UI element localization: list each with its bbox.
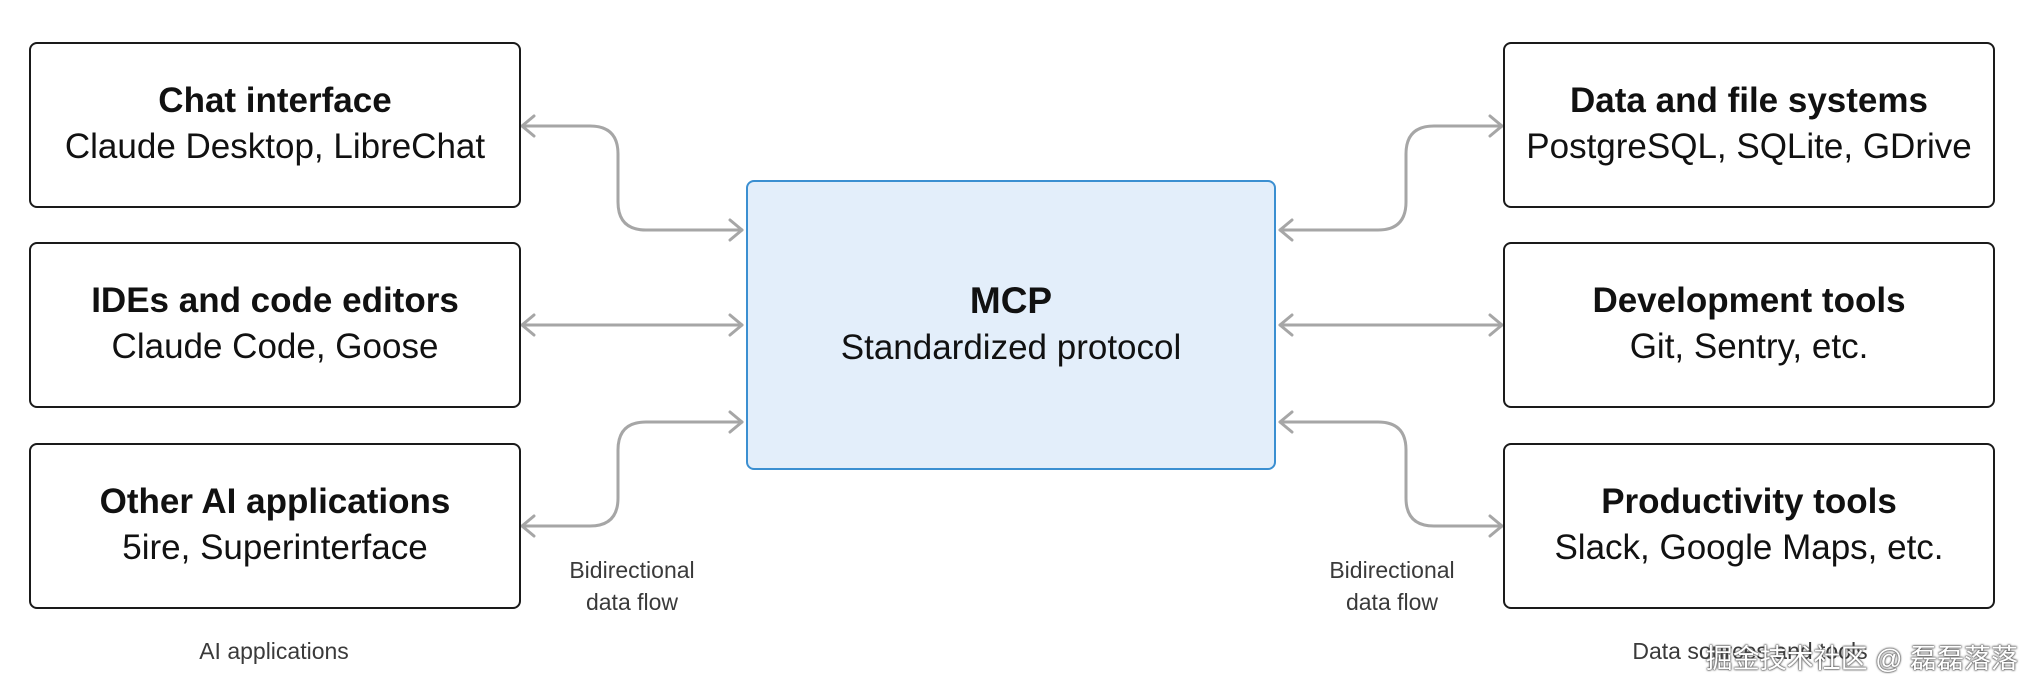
node-other-ai-applications: Other AI applications 5ire, Superinterfa…	[29, 443, 521, 609]
connector-chat-to-mcp	[520, 124, 744, 232]
node-subtitle: PostgreSQL, SQLite, GDrive	[1526, 127, 1972, 166]
flow-label-left: Bidirectional data flow	[569, 557, 695, 615]
hub-title: MCP	[969, 280, 1053, 321]
arrowhead-mcp-left-top	[728, 218, 744, 242]
node-subtitle: Claude Desktop, LibreChat	[64, 127, 486, 166]
arrowhead-chat	[520, 114, 536, 138]
arrowhead-mcp-right-bottom	[1278, 410, 1294, 434]
node-title: IDEs and code editors	[91, 281, 459, 320]
watermark: 掘金技术社区 @ 磊磊落落	[1705, 644, 2018, 674]
arrowhead-mcp-right-mid	[1278, 313, 1294, 337]
node-title: Productivity tools	[1601, 482, 1897, 521]
arrowhead-mcp-right-top	[1278, 218, 1294, 242]
node-ides-code-editors: IDEs and code editors Claude Code, Goose	[29, 242, 521, 408]
arrowhead-productivity	[1488, 514, 1504, 538]
arrowhead-dev	[1488, 313, 1504, 337]
node-chat-interface: Chat interface Claude Desktop, LibreChat	[29, 42, 521, 208]
node-productivity-tools: Productivity tools Slack, Google Maps, e…	[1503, 443, 1995, 609]
node-title: Chat interface	[158, 81, 392, 120]
node-subtitle: 5ire, Superinterface	[122, 528, 428, 567]
node-title: Development tools	[1592, 281, 1906, 320]
node-development-tools: Development tools Git, Sentry, etc.	[1503, 242, 1995, 408]
connector-mcp-to-data	[1278, 124, 1504, 232]
group-label-data-sources: Data sources and tools	[1632, 638, 1868, 664]
node-subtitle: Slack, Google Maps, etc.	[1554, 528, 1944, 567]
hub-subtitle: Standardized protocol	[840, 328, 1182, 367]
arrowhead-ides	[520, 313, 536, 337]
connector-other-ai-to-mcp	[520, 420, 744, 528]
flow-label-right: Bidirectional data flow	[1329, 557, 1455, 615]
arrowhead-data	[1488, 114, 1504, 138]
mcp-hub: MCP Standardized protocol	[746, 180, 1276, 470]
arrowhead-mcp-left-bottom	[728, 410, 744, 434]
node-subtitle: Git, Sentry, etc.	[1629, 327, 1869, 366]
arrowhead-other-ai	[520, 514, 536, 538]
group-label-ai-applications: AI applications	[199, 638, 349, 664]
node-title: Other AI applications	[99, 482, 451, 521]
arrowhead-mcp-left-mid	[728, 313, 744, 337]
node-title: Data and file systems	[1570, 81, 1928, 120]
node-subtitle: Claude Code, Goose	[111, 327, 439, 366]
node-data-file-systems: Data and file systems PostgreSQL, SQLite…	[1503, 42, 1995, 208]
connector-mcp-to-productivity	[1278, 420, 1504, 528]
